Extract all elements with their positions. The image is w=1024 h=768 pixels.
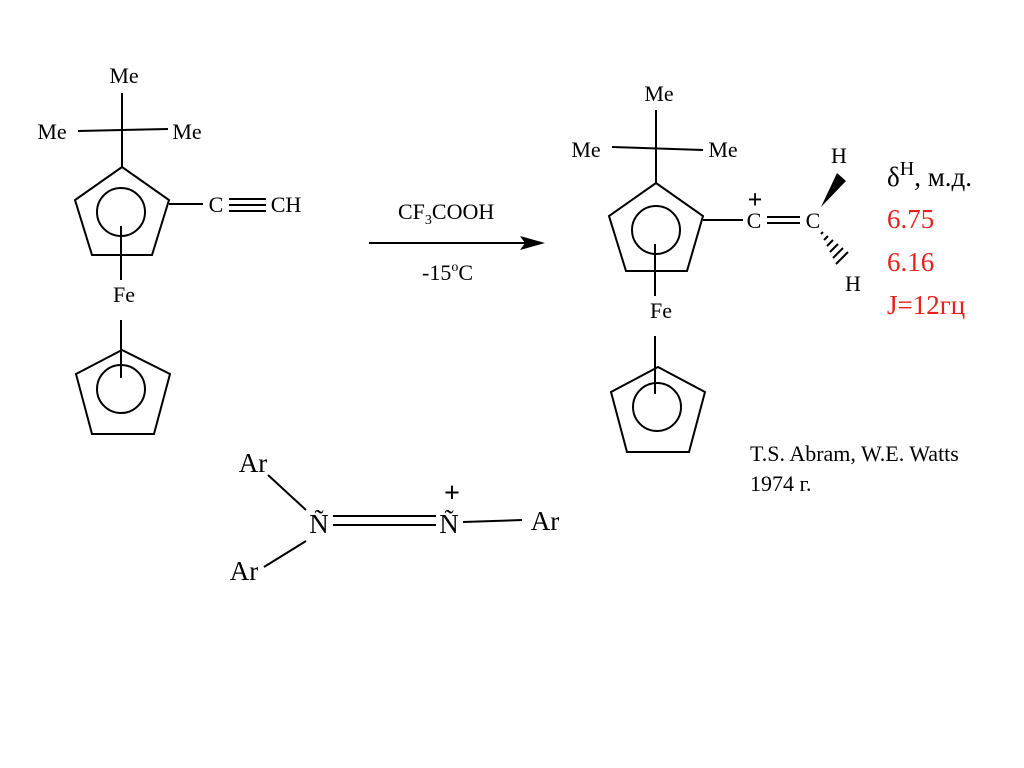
aryl-top-bond <box>267 474 307 511</box>
aryl-right-label: Ar <box>531 506 560 536</box>
aryl-right-bond <box>462 519 523 523</box>
aryl-top-label: Ar <box>239 448 268 478</box>
cp-ring-upper <box>607 181 705 272</box>
nmr-shift-1: 6.75 <box>887 204 934 234</box>
cp-ring-lower <box>74 348 172 435</box>
reaction-arrow-head <box>520 236 545 250</box>
cp-aromatic-circle-lower <box>96 364 146 414</box>
product-molecule: Me Me Me + C C H H Fe <box>571 81 861 453</box>
terminal-carbon-label: C <box>806 208 821 233</box>
methyl-top-label: Me <box>109 63 138 88</box>
nitrogen-right-label: Ñ <box>439 509 459 539</box>
wedge-bond <box>821 173 846 207</box>
methyl-left-label: Me <box>37 119 66 144</box>
hashed-wedge-bond <box>820 231 849 265</box>
cationic-carbon-label: C <box>747 208 762 233</box>
citation: T.S. Abram, W.E. Watts 1974 г. <box>750 441 959 496</box>
positive-charge-sign: + <box>444 478 460 509</box>
cp-ring-lower <box>609 365 707 453</box>
hydrogen-top-label: H <box>831 143 847 168</box>
reaction-arrow-group: CF3COOH -15oC <box>369 199 545 285</box>
diazenium-structure: Ar Ar Ñ Ñ + Ar <box>230 448 560 586</box>
alkyne-ch-label: CH <box>271 192 302 217</box>
nitrogen-left-label: Ñ <box>309 509 329 539</box>
cp-aromatic-circle-lower <box>632 382 682 432</box>
nmr-header: δH, м.д. <box>887 158 972 192</box>
reagent-label: CF3COOH <box>398 199 494 228</box>
methyl-left-label: Me <box>571 137 600 162</box>
alkyne-carbon-label: C <box>209 192 224 217</box>
nmr-shift-2: 6.16 <box>887 247 934 277</box>
methyl-right-label: Me <box>172 119 201 144</box>
temperature-label: -15oC <box>422 260 473 285</box>
hydrogen-bottom-label: H <box>845 271 861 296</box>
methyl-top-label: Me <box>644 81 673 106</box>
citation-year: 1974 г. <box>750 471 812 496</box>
positive-charge-sign: + <box>748 185 763 214</box>
iron-label: Fe <box>650 298 672 323</box>
citation-authors: T.S. Abram, W.E. Watts <box>750 441 959 466</box>
iron-label: Fe <box>113 282 135 307</box>
reactant-molecule: Me Me Me C CH Fe <box>37 63 302 435</box>
nmr-data: δH, м.д. 6.75 6.16 J=12гц <box>887 158 972 320</box>
tbu-horizontal-bond <box>77 128 169 132</box>
tbu-horizontal-bond <box>611 146 704 151</box>
methyl-right-label: Me <box>708 137 737 162</box>
aryl-bottom-bond <box>263 540 307 568</box>
aryl-bottom-label: Ar <box>230 556 259 586</box>
nmr-coupling-constant: J=12гц <box>887 290 965 320</box>
